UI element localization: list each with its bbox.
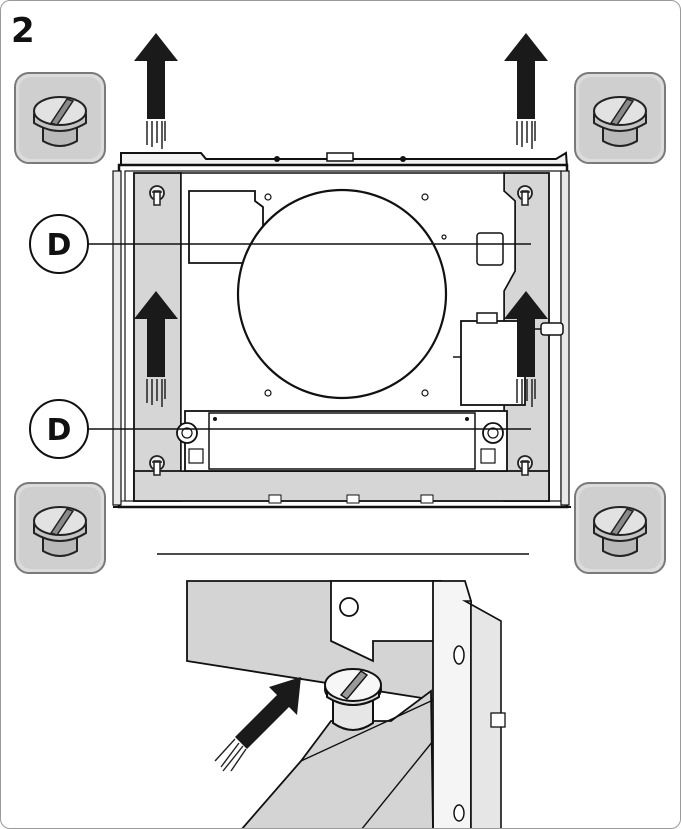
screw-icon bbox=[574, 482, 666, 574]
screw-icon bbox=[574, 72, 666, 164]
arrow-up-icon bbox=[133, 32, 179, 150]
screw-icon bbox=[14, 72, 106, 164]
arrow-up-icon bbox=[503, 32, 549, 150]
detail-view bbox=[186, 580, 506, 828]
callout-label-1: D bbox=[47, 228, 72, 263]
terminal-block bbox=[453, 312, 564, 406]
connector-block bbox=[476, 232, 504, 266]
screw-icon bbox=[14, 482, 106, 574]
callout-circle-2 bbox=[29, 399, 89, 459]
bottom-bracket bbox=[176, 410, 508, 472]
callout-circle-1 bbox=[29, 214, 89, 274]
fan-opening bbox=[236, 188, 448, 400]
arrow-diagonal-icon bbox=[235, 677, 301, 749]
callout-label-2: D bbox=[47, 413, 72, 448]
step-number: 2 bbox=[11, 11, 35, 51]
